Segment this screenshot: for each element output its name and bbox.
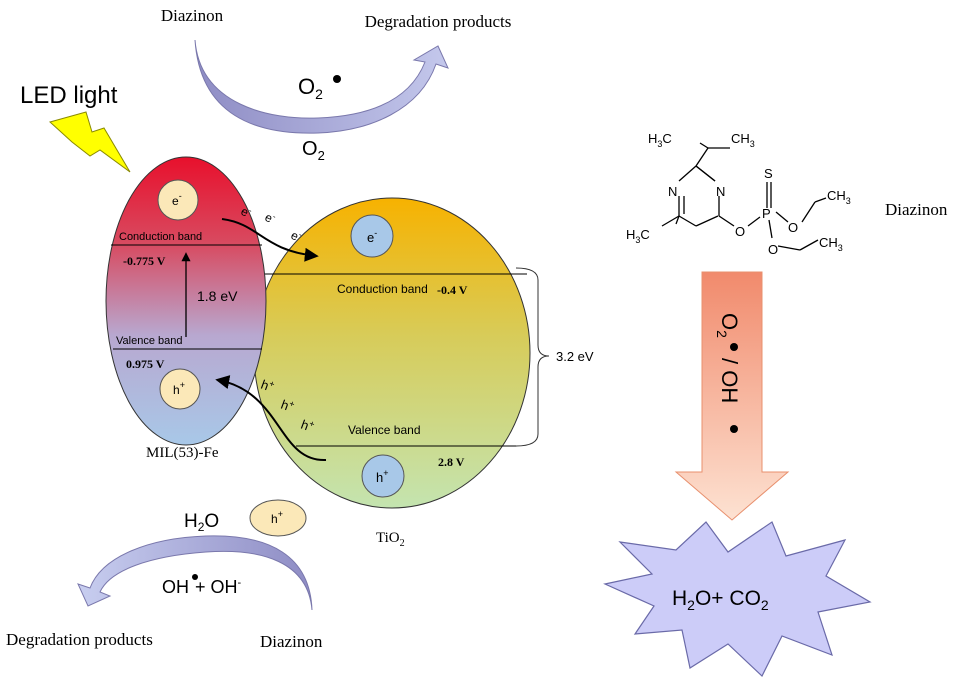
bottom-hole xyxy=(249,499,307,537)
diazinon-structure xyxy=(661,142,827,251)
mil-valence-label: Valence band xyxy=(116,335,182,347)
transfer-hole-1: h+ xyxy=(259,376,276,395)
mil-conduction-label: Conduction band xyxy=(119,231,202,243)
mil-vb-potential: 0.975 V xyxy=(126,357,165,371)
top-radical-dot xyxy=(333,75,341,83)
top-oxygen: O2 xyxy=(302,138,325,163)
mil-hole xyxy=(159,368,201,410)
mil-name: MIL(53)-Fe xyxy=(146,445,219,461)
tio2-gap-label: 3.2 eV xyxy=(556,349,594,364)
mil-hole-label: h+ xyxy=(173,380,185,397)
bottom-reactant-label: Diazinon xyxy=(260,632,323,651)
hole-transfer-arrow xyxy=(215,375,327,462)
down-arrow-radical-dot-1 xyxy=(730,343,738,351)
mil-electron xyxy=(157,179,199,221)
tio2-electron xyxy=(350,214,394,258)
svg-text:O: O xyxy=(735,224,745,239)
svg-text:N: N xyxy=(716,184,725,199)
top-cycle-arrow xyxy=(194,39,449,134)
bottom-water: H2O xyxy=(184,511,219,534)
tio2-valence-label: Valence band xyxy=(348,423,421,437)
bottom-radicals: OH+ OH- xyxy=(162,577,242,597)
transfer-hole-2: h+ xyxy=(279,396,296,415)
bottom-cycle-arrow xyxy=(77,535,313,611)
top-product-label: Degradation products xyxy=(365,12,512,31)
degradation-down-arrow xyxy=(674,271,790,521)
svg-text:O: O xyxy=(788,220,798,235)
top-reactant-label: Diazinon xyxy=(161,6,224,25)
svg-text:S: S xyxy=(764,166,773,181)
tio2-vb-potential: 2.8 V xyxy=(438,455,465,469)
tio2-gap-brace xyxy=(515,267,550,447)
bottom-radical-dot xyxy=(192,574,198,580)
final-products: H2O+ CO2 xyxy=(672,587,769,613)
mil-gap-label: 1.8 eV xyxy=(197,288,238,304)
svg-text:P: P xyxy=(762,206,771,221)
svg-text:H3C: H3C xyxy=(626,227,650,245)
tio2-hole-label: h+ xyxy=(376,468,389,485)
diazinon-atoms: H3C CH3 N N H3C O P S O CH3 O CH3 xyxy=(626,131,851,257)
down-arrow-label: O2 / OH xyxy=(714,313,742,403)
electron-transfer-arrow xyxy=(221,218,319,262)
tio2-conduction-label: Conduction band xyxy=(337,282,428,296)
led-light-label: LED light xyxy=(20,82,118,109)
svg-text:CH3: CH3 xyxy=(819,235,843,253)
down-arrow-radical-dot-2 xyxy=(730,425,738,433)
tio2-cb-potential: -0.4 V xyxy=(437,283,468,297)
bottom-hole-label: h+ xyxy=(271,509,283,526)
diazinon-name: Diazinon xyxy=(885,200,948,219)
svg-text:O: O xyxy=(768,242,778,257)
tio2-name: TiO2 xyxy=(376,530,405,549)
transfer-electron-2: e- xyxy=(263,209,278,227)
transfer-hole-3: h+ xyxy=(299,416,316,435)
mil-electron-label: e- xyxy=(172,191,182,208)
svg-text:N: N xyxy=(668,184,677,199)
top-radical: O2 xyxy=(298,74,323,102)
tio2-hole xyxy=(361,454,405,498)
products-starburst xyxy=(603,521,872,677)
tio2-electron-label: e- xyxy=(367,228,377,245)
svg-text:CH3: CH3 xyxy=(731,131,755,149)
mil-cb-potential: -0.775 V xyxy=(123,254,166,268)
bottom-product-label: Degradation products xyxy=(6,630,153,649)
lightning-icon xyxy=(48,111,131,173)
svg-text:CH3: CH3 xyxy=(827,188,851,206)
svg-text:H3C: H3C xyxy=(648,131,672,149)
